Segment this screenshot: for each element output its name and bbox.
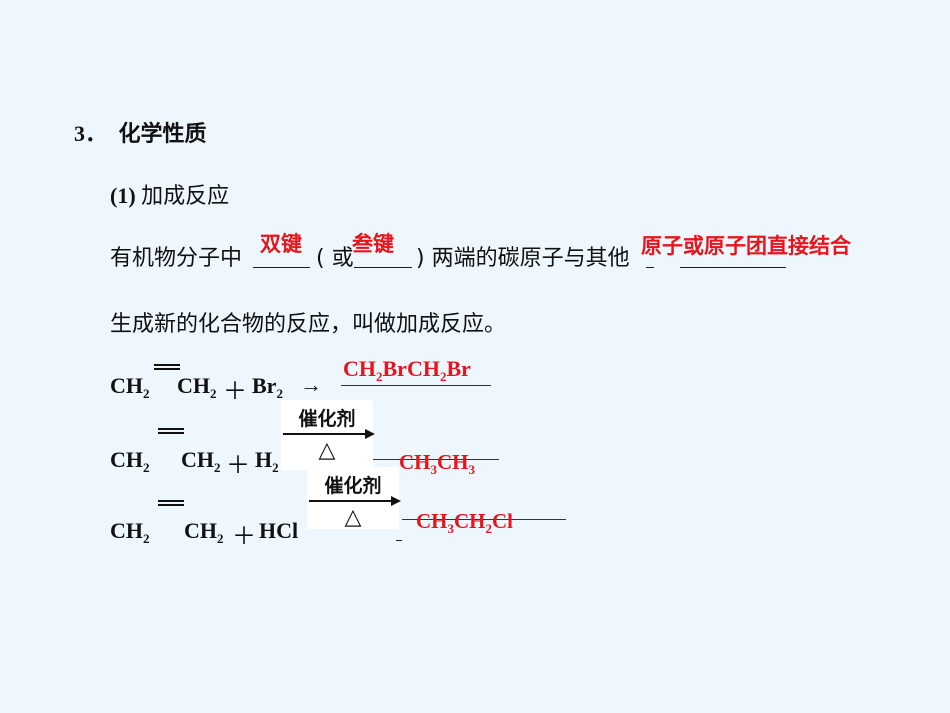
plus-sign: ＋ (232, 524, 256, 550)
subsection-number: (1) (110, 183, 136, 208)
answer-double-bond: 双键 (260, 232, 302, 256)
definition-part1: 有机物分子中 (110, 246, 243, 271)
reaction-3-reactant2: CH2 (184, 518, 224, 546)
fill-blank-3b (680, 267, 786, 268)
reaction-1-reagent: Br2 (252, 373, 283, 401)
answer-atoms: 原子或原子团直接结合 (641, 234, 851, 258)
reaction-2-reactant2: CH2 (181, 447, 221, 475)
subsection-title: 加成反应 (141, 184, 230, 209)
section-heading: 3． 化学性质 (74, 116, 207, 148)
fill-blank-tick (396, 540, 402, 541)
reaction-3-reactant1: CH2 (110, 518, 150, 546)
fill-blank-1 (253, 267, 310, 268)
definition-line2: 生成新的化合物的反应，叫做加成反应。 (110, 312, 507, 337)
answer-triple-bond: 叁键 (352, 232, 394, 256)
section-number: 3． (74, 121, 108, 146)
arrow-right-icon (283, 429, 375, 439)
reaction-arrow: → (300, 372, 322, 397)
reaction-2-reactant1: CH2 (110, 447, 150, 475)
double-bond-symbol (154, 364, 180, 370)
reaction-3-condition: 催化剂 △ (307, 467, 401, 530)
reaction-3-answer-line (402, 519, 566, 520)
reaction-3-product: CH3CH2Cl (416, 509, 513, 536)
double-bond-symbol (158, 428, 184, 434)
definition-part3: ) 两端的碳原子与其他 (416, 246, 630, 271)
catalyst-label: 催化剂 (298, 408, 356, 430)
reaction-1-product: CH2BrCH2Br (343, 356, 471, 384)
reaction-2-answer-line (373, 459, 499, 460)
reaction-2-reagent: H2 (255, 447, 279, 475)
plus-sign: ＋ (226, 453, 250, 479)
plus-sign: ＋ (223, 379, 247, 405)
fill-blank-3a (646, 267, 654, 268)
arrow-right-icon (309, 496, 401, 506)
heat-triangle-icon: △ (344, 505, 362, 530)
fill-blank-2 (354, 267, 412, 268)
reaction-1-reactant1: CH2 (110, 373, 150, 401)
reaction-2-product: CH3CH3 (399, 450, 475, 477)
double-bond-symbol (158, 500, 184, 506)
catalyst-label: 催化剂 (324, 475, 382, 497)
reaction-2-condition: 催化剂 △ (281, 400, 375, 470)
reaction-1-answer-line (341, 385, 491, 386)
reaction-1-reactant2: CH2 (177, 373, 217, 401)
section-title: 化学性质 (118, 122, 207, 147)
heat-triangle-icon: △ (318, 438, 336, 463)
subsection-heading: (1) 加成反应 (110, 178, 229, 210)
definition-part2: ( 或 (316, 246, 354, 271)
reaction-3-reagent: HCl (259, 518, 299, 543)
